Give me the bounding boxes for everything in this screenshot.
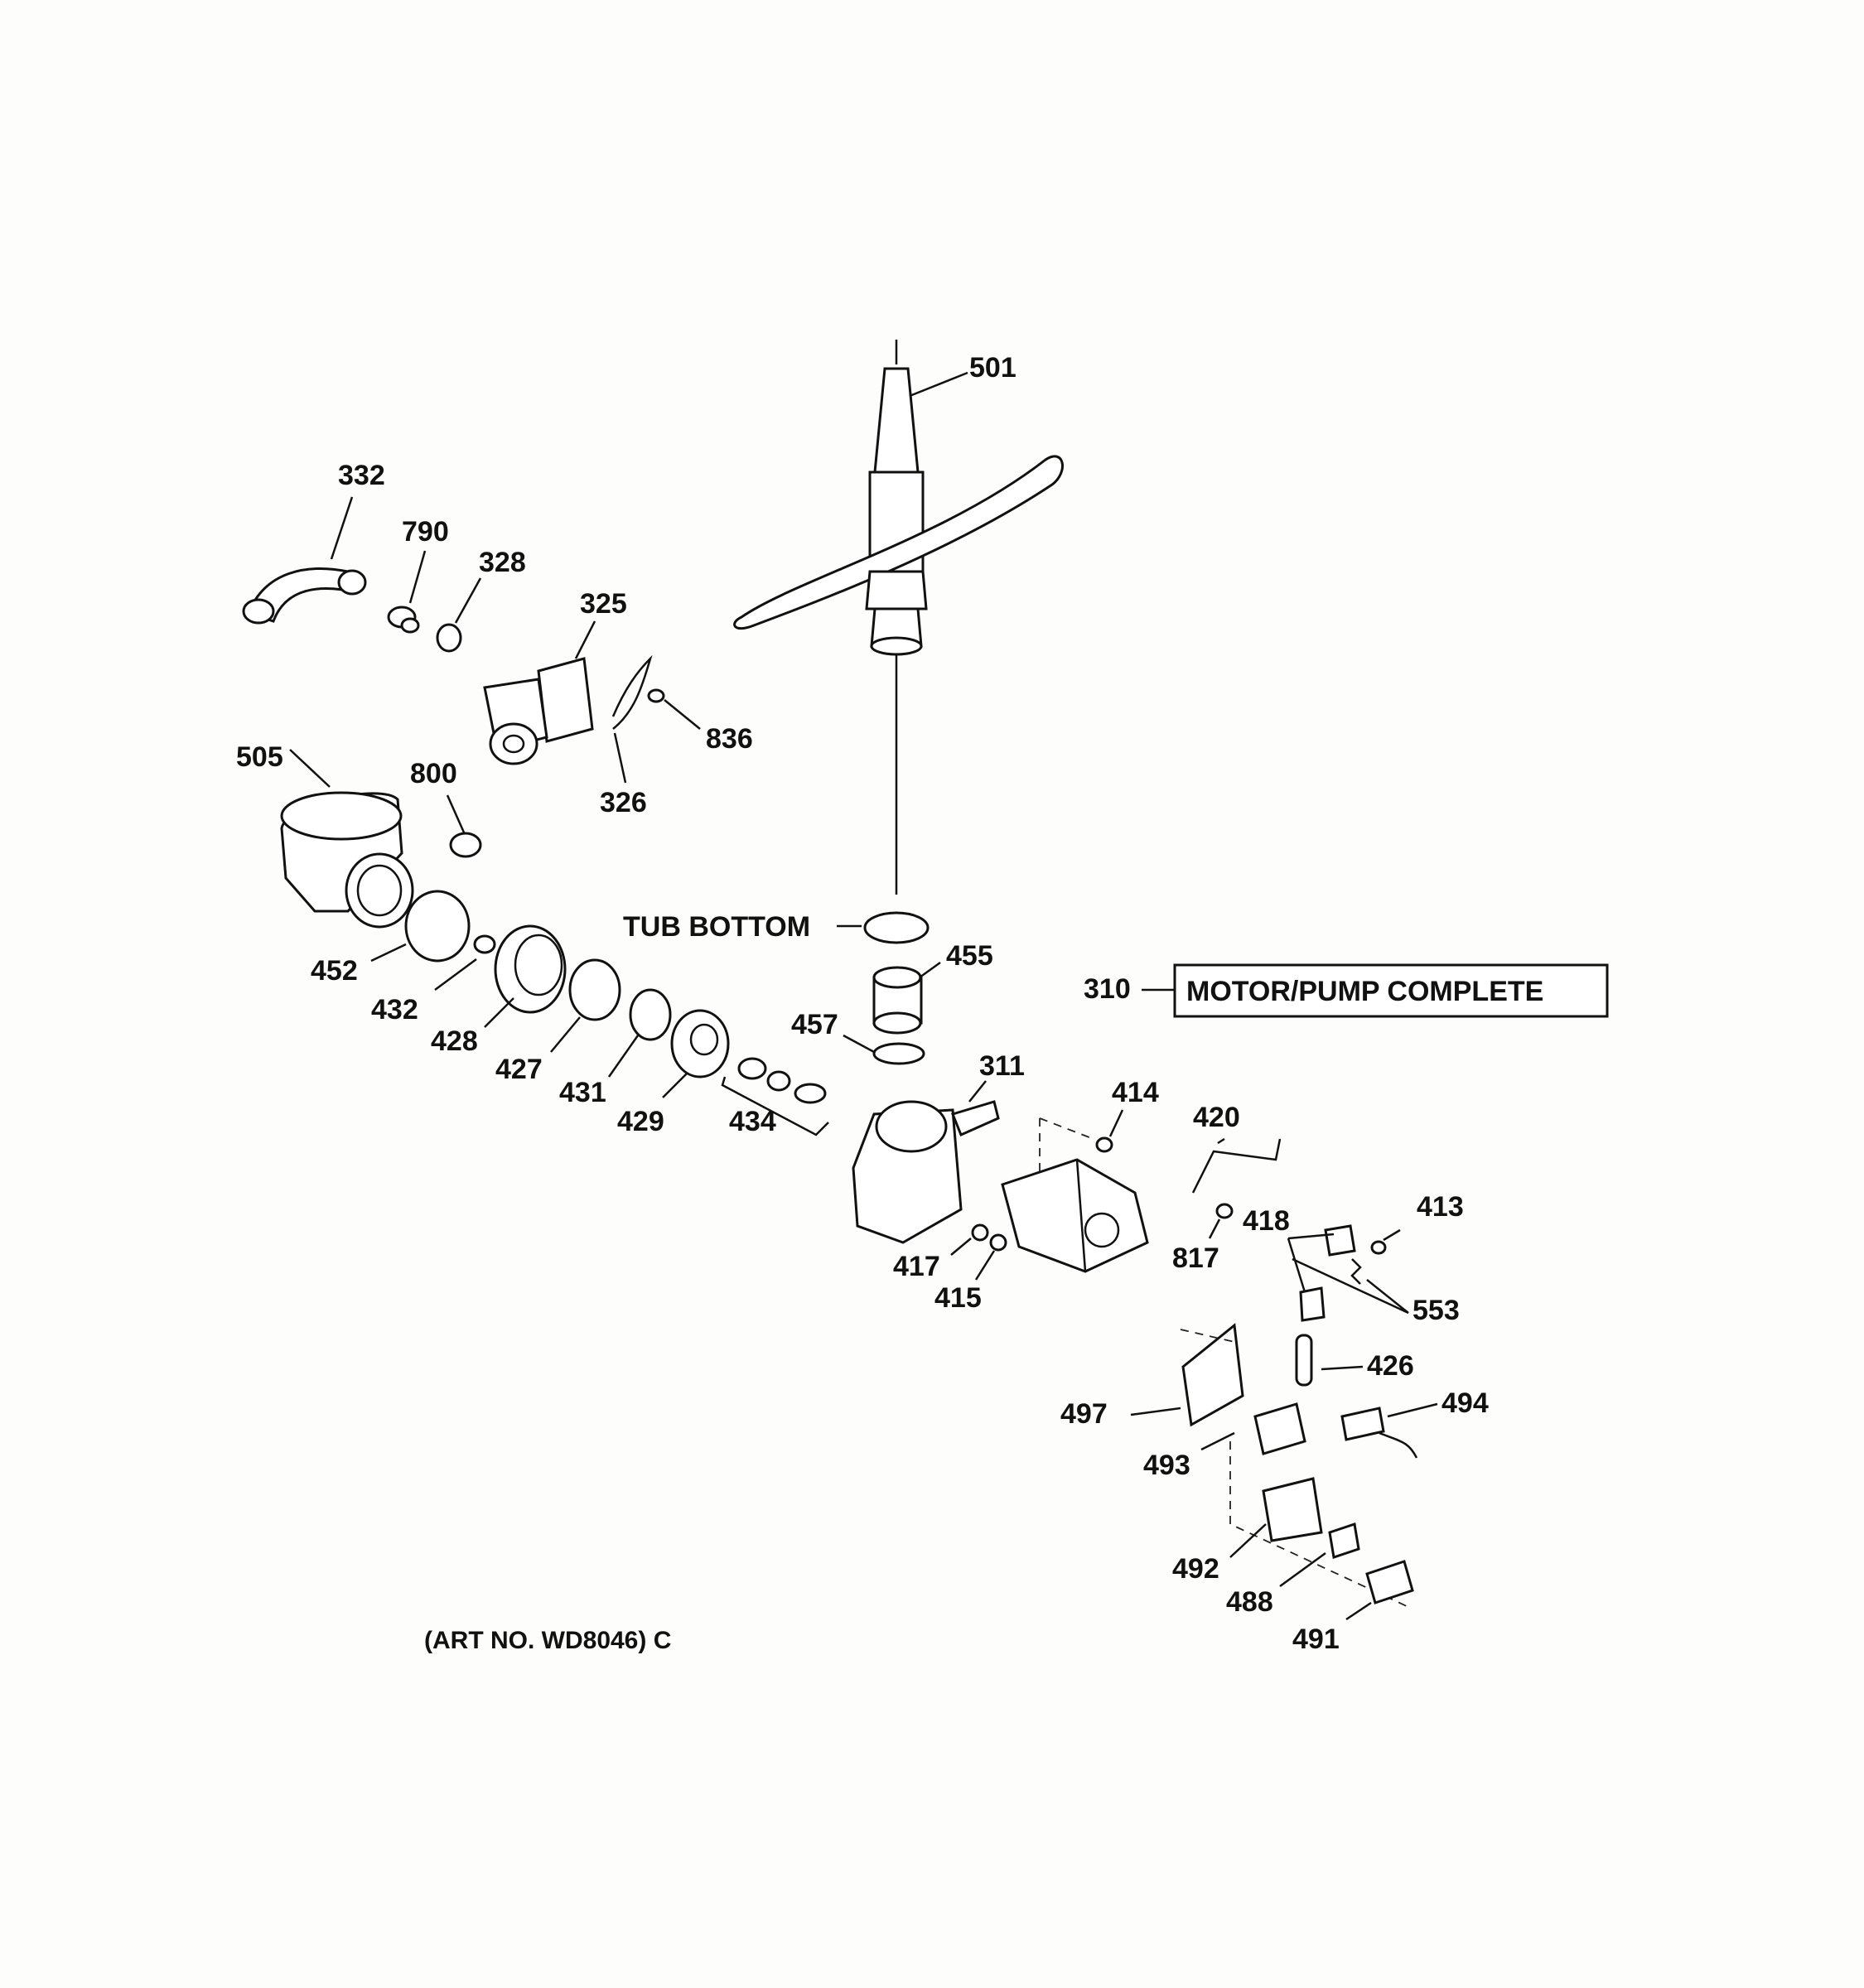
part-434-fittings — [737, 1057, 827, 1104]
label-434: 434 — [729, 1106, 776, 1137]
label-311: 311 — [979, 1050, 1025, 1082]
label-790: 790 — [402, 516, 449, 548]
label-417: 417 — [893, 1251, 940, 1282]
part-493-block — [1253, 1402, 1306, 1455]
label-431: 431 — [559, 1077, 606, 1108]
motor-pump-box — [1173, 963, 1609, 1018]
part-455-seal — [872, 966, 923, 1035]
label-326: 326 — [600, 787, 647, 818]
label-motor-pump: MOTOR/PUMP COMPLETE — [1186, 976, 1543, 1007]
motor — [1001, 1158, 1149, 1273]
part-426-pin — [1295, 1334, 1313, 1387]
label-413: 413 — [1417, 1191, 1464, 1223]
label-428: 428 — [431, 1025, 478, 1057]
label-429: 429 — [617, 1106, 664, 1137]
part-505-sump — [280, 791, 414, 929]
part-417-washer — [971, 1223, 989, 1242]
label-452: 452 — [311, 955, 358, 987]
label-457: 457 — [791, 1009, 838, 1040]
label-420: 420 — [1193, 1102, 1240, 1133]
part-325-valve — [483, 657, 594, 765]
part-326-bracket — [611, 654, 653, 730]
label-491: 491 — [1292, 1624, 1340, 1655]
part-501-spray-arm — [733, 340, 1064, 895]
label-817: 817 — [1172, 1242, 1219, 1274]
label-432: 432 — [371, 994, 418, 1025]
label-310: 310 — [1084, 973, 1131, 1005]
part-414-screw — [1095, 1136, 1113, 1153]
label-418: 418 — [1243, 1205, 1290, 1237]
part-452-ring — [404, 890, 471, 963]
label-455: 455 — [946, 940, 993, 972]
label-415: 415 — [934, 1282, 982, 1314]
part-488-microswitch — [1328, 1522, 1360, 1559]
part-491-mount — [1365, 1560, 1414, 1604]
label-836: 836 — [706, 723, 753, 755]
part-415-nut — [989, 1233, 1007, 1252]
label-493: 493 — [1143, 1450, 1190, 1481]
part-427-cover — [568, 958, 621, 1021]
label-328: 328 — [479, 547, 526, 578]
part-790-clamp — [387, 606, 420, 634]
part-432-clip — [473, 934, 496, 954]
label-tub-bottom: TUB BOTTOM — [623, 911, 810, 943]
part-431-seal — [629, 988, 672, 1041]
label-492: 492 — [1172, 1553, 1219, 1585]
part-553-spring — [1350, 1258, 1362, 1285]
label-426: 426 — [1367, 1350, 1414, 1382]
art-number: (ART NO. WD8046) C — [424, 1627, 671, 1654]
label-501: 501 — [969, 352, 1017, 384]
part-413-clip — [1370, 1240, 1387, 1255]
part-418-latch — [1324, 1224, 1356, 1257]
label-497: 497 — [1060, 1398, 1108, 1430]
part-836-screw — [647, 688, 665, 703]
label-494: 494 — [1441, 1387, 1489, 1419]
label-414: 414 — [1112, 1077, 1159, 1108]
part-800-clamp — [449, 832, 482, 858]
part-420-rod — [1191, 1138, 1282, 1194]
part-311-pump — [852, 1100, 1000, 1244]
label-488: 488 — [1226, 1586, 1273, 1618]
part-328-washer — [436, 623, 462, 653]
part-429-housing — [670, 1009, 730, 1078]
part-817-screw — [1215, 1203, 1234, 1219]
label-553: 553 — [1412, 1295, 1460, 1326]
label-427: 427 — [495, 1054, 543, 1085]
label-800: 800 — [410, 758, 457, 789]
part-428-impeller — [494, 924, 567, 1014]
part-492-actuator — [1262, 1477, 1323, 1542]
label-505: 505 — [236, 741, 283, 773]
part-494-switch — [1340, 1407, 1385, 1441]
part-497-bracket — [1181, 1323, 1244, 1427]
part-457-clamp — [872, 1042, 925, 1065]
label-332: 332 — [338, 460, 385, 491]
part-418-latch-b — [1299, 1286, 1326, 1322]
part-332-hose — [242, 567, 367, 625]
tub-bottom-ring — [863, 911, 930, 944]
label-325: 325 — [580, 588, 627, 620]
